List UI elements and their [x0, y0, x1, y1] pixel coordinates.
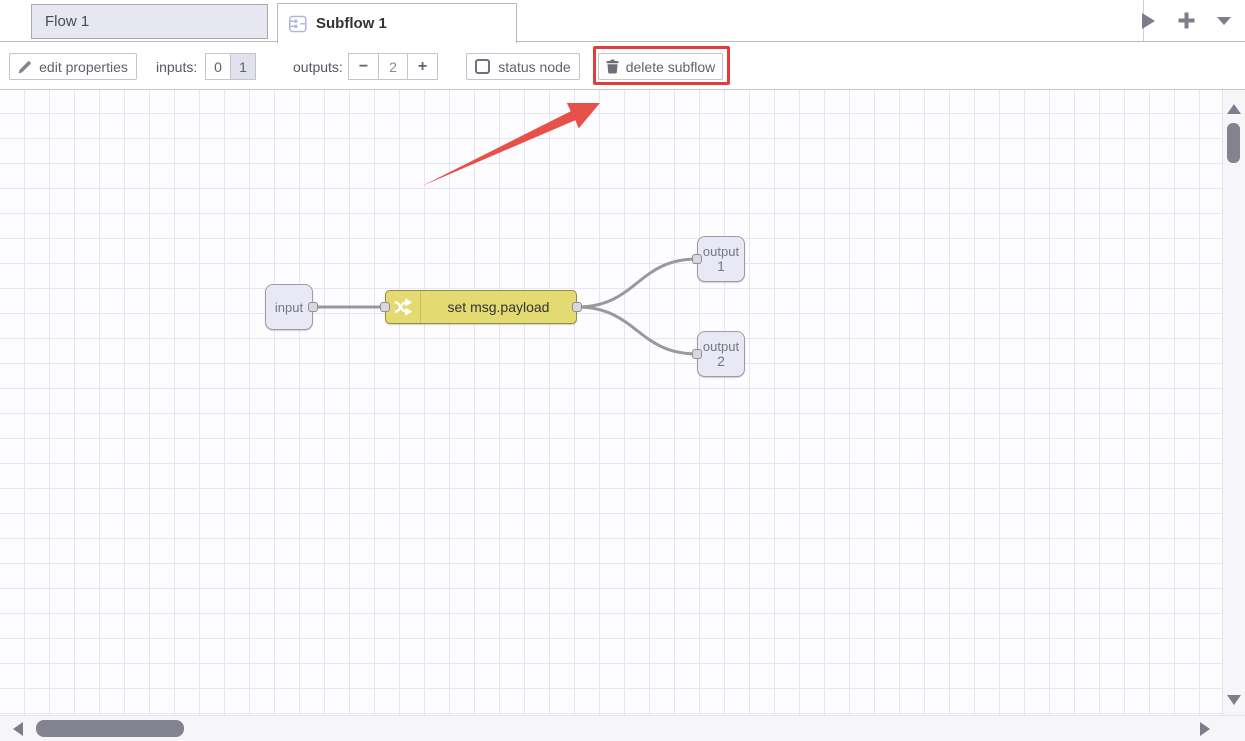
trash-icon [606, 59, 619, 74]
node-subflow-output-2[interactable]: output 2 [697, 331, 745, 377]
play-right-icon [1141, 12, 1155, 29]
inputs-label: inputs: [156, 58, 198, 75]
delete-subflow-label: delete subflow [625, 58, 716, 75]
wire-change-to-output2[interactable] [575, 305, 699, 356]
tab-label: Subflow 1 [316, 15, 387, 32]
pencil-icon [18, 60, 32, 73]
tab-label: Flow 1 [45, 13, 90, 30]
tab-subflow-1[interactable]: Subflow 1 [277, 3, 517, 43]
node-label: input [274, 299, 304, 315]
horizontal-scrollbar[interactable] [0, 715, 1245, 741]
change-icon-box [386, 291, 421, 323]
chevron-down-icon [1217, 16, 1231, 25]
port-change-in[interactable] [380, 302, 390, 312]
status-node-button[interactable]: status node [466, 53, 580, 80]
outputs-label: outputs: [293, 58, 343, 75]
annotation-red-arrow [422, 103, 600, 186]
scroll-right-arrow-icon[interactable] [1200, 722, 1210, 736]
flow-tab-bar: Flow 1 Subflow 1 [0, 0, 1245, 43]
port-output1-in[interactable] [692, 254, 702, 264]
node-label: output [702, 244, 740, 259]
flow-list-button[interactable] [1213, 8, 1235, 34]
wires-layer [311, 103, 699, 356]
outputs-increase-button[interactable]: + [407, 53, 438, 80]
node-label: output [702, 339, 740, 354]
port-input-out[interactable] [308, 302, 318, 312]
delete-subflow-button[interactable]: delete subflow [598, 53, 723, 80]
outputs-count-field[interactable]: 2 [378, 53, 408, 80]
node-change[interactable]: set msg.payload [385, 290, 577, 324]
status-node-label: status node [498, 58, 571, 75]
subflow-toolbar: edit properties inputs: 0 1 outputs: − 2… [0, 42, 1245, 90]
vertical-scrollbar[interactable] [1222, 90, 1245, 715]
scroll-left-arrow-icon[interactable] [13, 722, 23, 736]
flow-canvas[interactable]: input set msg.payload output 1 o [0, 90, 1222, 715]
outputs-decrease-button[interactable]: − [348, 53, 379, 80]
scroll-tabs-right-button[interactable] [1137, 8, 1159, 34]
minus-icon: − [358, 57, 369, 75]
horizontal-scrollbar-thumb[interactable] [36, 720, 184, 737]
outputs-count-value: 2 [389, 58, 397, 75]
inputs-option-0[interactable]: 0 [205, 53, 231, 80]
inputs-option-1-label: 1 [239, 58, 247, 75]
node-label: set msg.payload [447, 299, 550, 315]
plus-icon [1178, 12, 1194, 29]
node-subflow-input[interactable]: input [265, 284, 313, 330]
tab-flow-1[interactable]: Flow 1 [31, 4, 268, 39]
tab-bar-controls [1137, 0, 1235, 41]
scroll-down-arrow-icon[interactable] [1227, 695, 1241, 705]
port-change-out[interactable] [572, 302, 582, 312]
edit-properties-button[interactable]: edit properties [9, 53, 137, 80]
vertical-scrollbar-thumb[interactable] [1227, 123, 1240, 163]
add-flow-button[interactable] [1175, 8, 1197, 34]
inputs-option-1[interactable]: 1 [230, 53, 256, 80]
node-number: 2 [717, 353, 725, 369]
port-output2-in[interactable] [692, 349, 702, 359]
node-number: 1 [717, 258, 725, 274]
swap-arrows-icon [394, 298, 413, 316]
edit-properties-label: edit properties [39, 58, 128, 75]
node-subflow-output-1[interactable]: output 1 [697, 236, 745, 282]
status-node-checkbox[interactable] [475, 59, 491, 74]
subflow-icon [289, 15, 307, 32]
scroll-up-arrow-icon[interactable] [1227, 104, 1241, 114]
wire-change-to-output1[interactable] [575, 257, 699, 309]
plus-icon: + [417, 57, 428, 75]
inputs-option-0-label: 0 [214, 58, 222, 75]
